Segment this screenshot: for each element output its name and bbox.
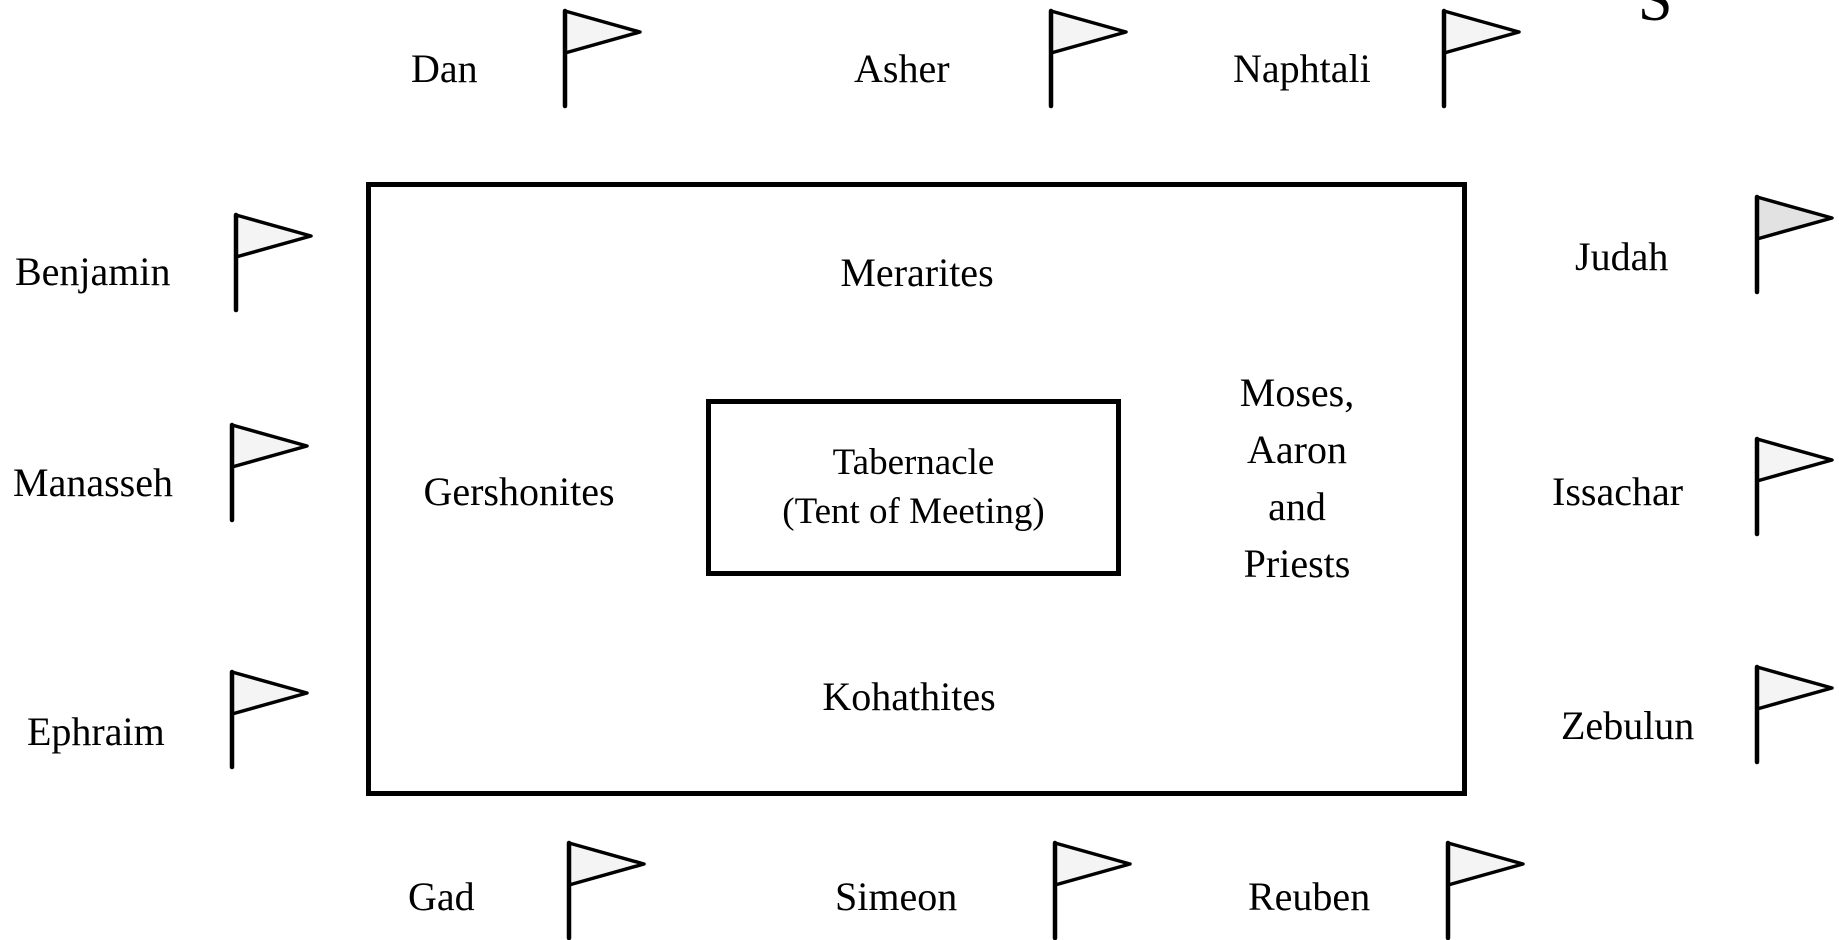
- flag-benjamin-pennant: [234, 213, 313, 259]
- priests-line-1: Moses,: [1239, 370, 1355, 415]
- flag-reuben-pennant: [1446, 841, 1525, 887]
- corner-mark: S: [1638, 0, 1673, 34]
- tribe-label-manasseh: Manasseh: [13, 460, 173, 505]
- flag-asher-pennant: [1049, 9, 1128, 55]
- levite-label-priests: Moses, Aaron and Priests: [1240, 364, 1354, 592]
- flag-zebulun-pennant: [1755, 665, 1834, 711]
- flag-simeon: [1052, 840, 1132, 940]
- flag-gad: [566, 840, 646, 940]
- flag-issachar-pennant: [1755, 437, 1834, 483]
- flag-ephraim-pennant: [230, 670, 309, 716]
- flag-benjamin: [233, 212, 313, 313]
- tribe-label-zebulun: Zebulun: [1561, 703, 1695, 748]
- flag-issachar: [1754, 436, 1834, 537]
- flag-judah-pennant: [1755, 195, 1834, 241]
- levite-label-kohathites: Kohathites: [822, 674, 996, 719]
- flag-manasseh-pennant: [230, 423, 309, 469]
- tribe-label-issachar: Issachar: [1552, 469, 1684, 514]
- flag-naphtali: [1441, 8, 1521, 109]
- tribe-label-asher: Asher: [854, 46, 950, 91]
- levite-label-merarites: Merarites: [840, 250, 994, 295]
- flag-manasseh: [229, 422, 309, 523]
- flag-dan: [562, 8, 642, 109]
- tribe-label-dan: Dan: [411, 46, 478, 91]
- priests-line-2: Aaron: [1247, 427, 1347, 472]
- tribe-label-ephraim: Ephraim: [27, 709, 165, 754]
- tribe-label-benjamin: Benjamin: [15, 249, 171, 294]
- tribe-label-naphtali: Naphtali: [1233, 46, 1371, 91]
- flag-judah: [1754, 194, 1834, 295]
- camp-boundary: [366, 182, 1467, 796]
- tribe-label-reuben: Reuben: [1248, 874, 1371, 919]
- flag-zebulun: [1754, 664, 1834, 765]
- flag-simeon-pennant: [1053, 841, 1132, 887]
- tribe-label-judah: Judah: [1575, 234, 1669, 279]
- tribe-label-gad: Gad: [408, 874, 475, 919]
- tabernacle-subtitle: (Tent of Meeting): [782, 490, 1045, 532]
- flag-naphtali-pennant: [1442, 9, 1521, 55]
- flag-gad-pennant: [567, 841, 646, 887]
- priests-line-3: and: [1268, 484, 1326, 529]
- tabernacle-box: Tabernacle (Tent of Meeting): [706, 399, 1121, 576]
- flag-ephraim: [229, 669, 309, 770]
- flag-reuben: [1445, 840, 1525, 940]
- flag-asher: [1048, 8, 1128, 109]
- tribe-label-simeon: Simeon: [835, 874, 958, 919]
- levite-label-gershonites: Gershonites: [423, 469, 615, 514]
- tabernacle-label: Tabernacle: [832, 442, 995, 484]
- priests-line-4: Priests: [1243, 541, 1351, 586]
- flag-dan-pennant: [563, 9, 642, 55]
